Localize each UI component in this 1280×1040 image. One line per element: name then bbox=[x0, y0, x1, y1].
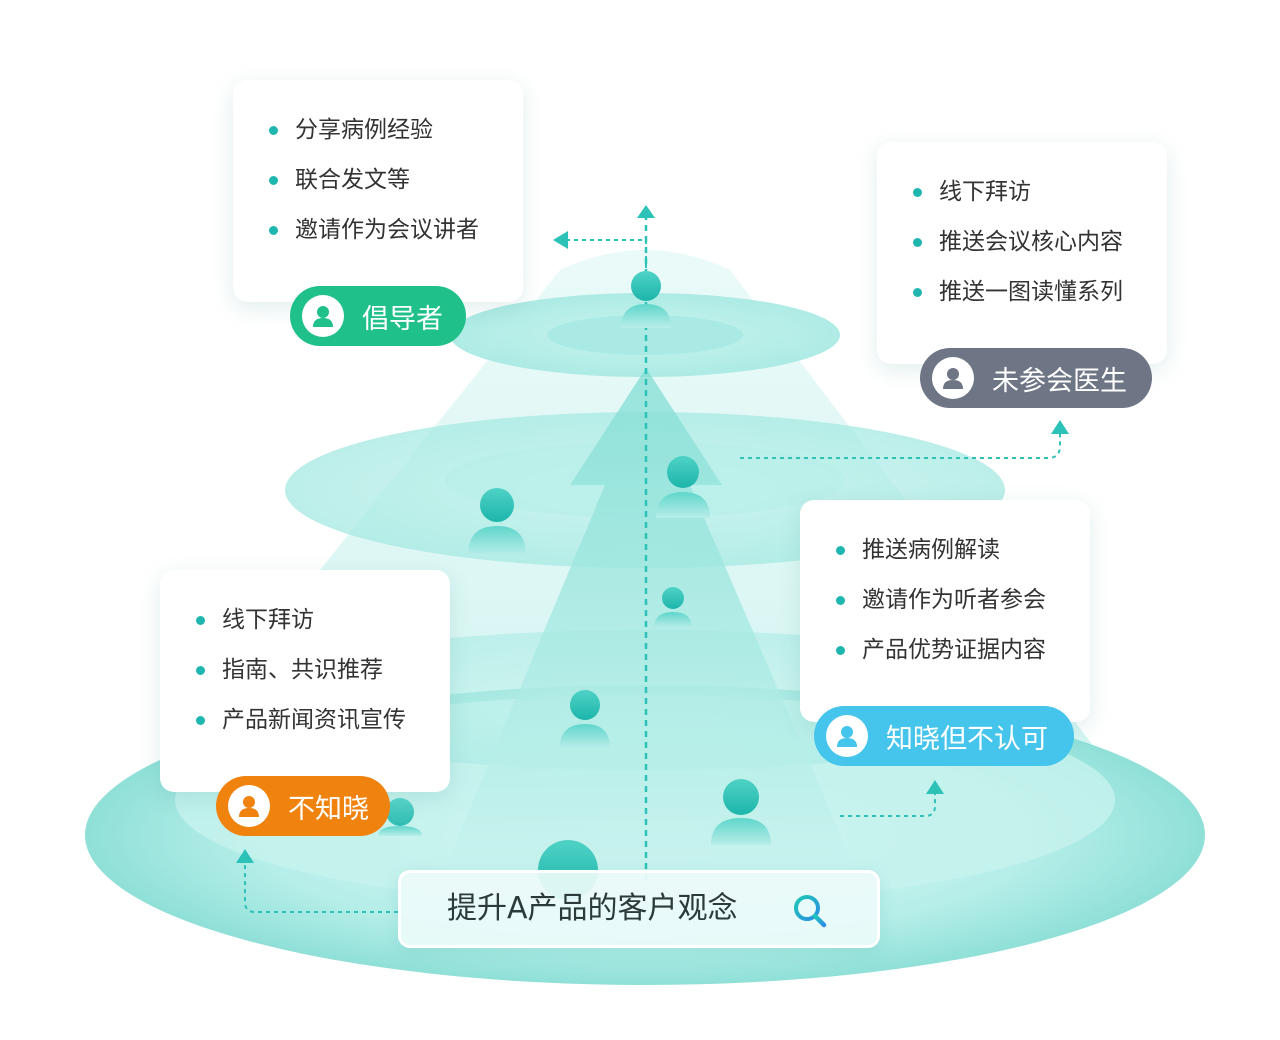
aware-card: 推送病例解读 邀请作为听者参会 产品优势证据内容 bbox=[800, 500, 1090, 722]
advocate-badge[interactable]: 倡导者 bbox=[290, 286, 466, 346]
aware-list: 推送病例解读 邀请作为听者参会 产品优势证据内容 bbox=[836, 525, 1046, 675]
aware-label: 知晓但不认可 bbox=[886, 723, 1048, 755]
connector-aware-head bbox=[926, 780, 944, 794]
user-icon bbox=[826, 715, 868, 757]
list-item: 线下拜访 bbox=[196, 595, 406, 645]
not-attended-badge[interactable]: 未参会医生 bbox=[920, 348, 1152, 408]
person-figure-top bbox=[621, 271, 671, 328]
not-attended-card: 线下拜访 推送会议核心内容 推送一图读懂系列 bbox=[877, 142, 1167, 364]
connector-unaware-head bbox=[236, 849, 254, 863]
bullet-dot bbox=[913, 288, 922, 297]
person-figure bbox=[654, 587, 692, 628]
list-item: 产品优势证据内容 bbox=[836, 625, 1046, 675]
bullet-dot bbox=[269, 126, 278, 135]
list-item: 邀请作为会议讲者 bbox=[269, 205, 479, 255]
list-item: 推送会议核心内容 bbox=[913, 217, 1123, 267]
person-figure bbox=[656, 456, 710, 518]
advocate-label: 倡导者 bbox=[362, 303, 443, 335]
growth-arrow bbox=[440, 368, 860, 880]
list-item: 推送一图读懂系列 bbox=[913, 267, 1123, 317]
person-figure bbox=[468, 488, 526, 555]
bullet-dot bbox=[913, 238, 922, 247]
list-item: 推送病例解读 bbox=[836, 525, 1046, 575]
unaware-badge[interactable]: 不知晓 bbox=[216, 776, 390, 836]
connector-advocate-head bbox=[553, 231, 568, 249]
person-figure bbox=[711, 779, 771, 845]
unaware-list: 线下拜访 指南、共识推荐 产品新闻资讯宣传 bbox=[196, 595, 406, 745]
bullet-dot bbox=[913, 188, 922, 197]
bullet-dot bbox=[836, 646, 845, 655]
bullet-dot bbox=[269, 176, 278, 185]
list-item: 联合发文等 bbox=[269, 155, 479, 205]
list-item: 邀请作为听者参会 bbox=[836, 575, 1046, 625]
connector-not-attended-head bbox=[1051, 420, 1069, 434]
axis-arrowhead bbox=[637, 205, 655, 218]
list-item: 指南、共识推荐 bbox=[196, 645, 406, 695]
list-item: 线下拜访 bbox=[913, 167, 1123, 217]
connector-advocate bbox=[566, 239, 647, 268]
person-figure bbox=[560, 690, 610, 748]
advocate-card: 分享病例经验 联合发文等 邀请作为会议讲者 bbox=[233, 80, 523, 302]
search-text: 提升A产品的客户观念 bbox=[447, 891, 738, 926]
user-icon bbox=[228, 785, 270, 827]
unaware-label: 不知晓 bbox=[288, 793, 369, 825]
bullet-dot bbox=[836, 546, 845, 555]
bullet-dot bbox=[196, 666, 205, 675]
list-item: 产品新闻资讯宣传 bbox=[196, 695, 406, 745]
bullet-dot bbox=[196, 616, 205, 625]
user-icon bbox=[302, 295, 344, 337]
not-attended-list: 线下拜访 推送会议核心内容 推送一图读懂系列 bbox=[913, 167, 1123, 317]
not-attended-label: 未参会医生 bbox=[992, 365, 1127, 397]
search-icon[interactable] bbox=[791, 892, 829, 934]
person-figure bbox=[378, 798, 422, 836]
user-icon bbox=[932, 357, 974, 399]
list-item: 分享病例经验 bbox=[269, 105, 479, 155]
search-box[interactable]: 提升A产品的客户观念 bbox=[398, 870, 880, 948]
bullet-dot bbox=[836, 596, 845, 605]
bullet-dot bbox=[196, 716, 205, 725]
aware-badge[interactable]: 知晓但不认可 bbox=[814, 706, 1074, 766]
advocate-list: 分享病例经验 联合发文等 邀请作为会议讲者 bbox=[269, 105, 479, 255]
unaware-card: 线下拜访 指南、共识推荐 产品新闻资讯宣传 bbox=[160, 570, 450, 792]
bullet-dot bbox=[269, 226, 278, 235]
